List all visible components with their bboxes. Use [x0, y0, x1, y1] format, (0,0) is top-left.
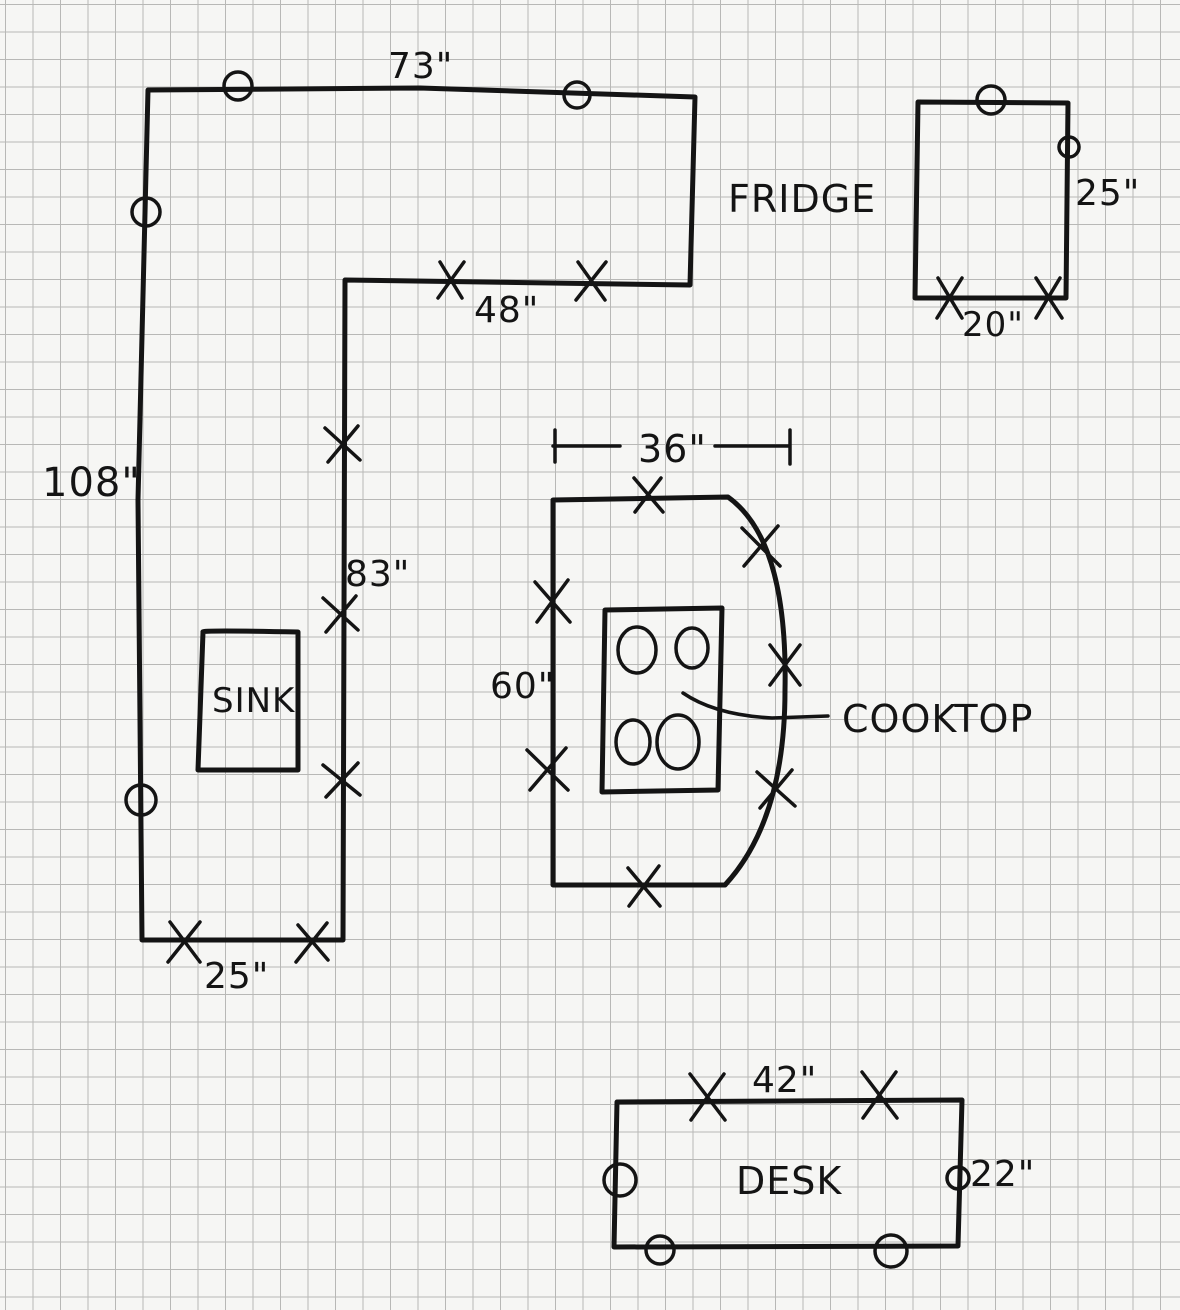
outlet-circle-icon: [130, 196, 162, 228]
inner-top-dimension: 48": [474, 290, 539, 331]
outlet-circle-icon: [975, 84, 1007, 116]
x-markers: [166, 260, 1064, 1122]
outlet-circle-icon: [873, 1233, 909, 1269]
x-marker-icon: [436, 260, 466, 300]
x-marker-icon: [574, 260, 608, 302]
cooktop-leader-line: [681, 691, 830, 720]
sink-outline: [195, 628, 301, 773]
x-marker-icon: [860, 1070, 899, 1120]
outlet-circle-icon: [945, 1165, 971, 1191]
desk-height-dimension: 22": [970, 1154, 1035, 1195]
x-marker-icon: [294, 921, 330, 964]
desk-outline: [611, 1097, 965, 1250]
island-outline: [550, 494, 788, 888]
l-counter-outline: [135, 85, 698, 943]
x-marker-icon: [321, 594, 360, 634]
x-marker-icon: [755, 768, 797, 810]
x-marker-icon: [166, 920, 202, 964]
desk-width-dimension: 42": [752, 1060, 817, 1101]
outlet-circle-icon: [124, 783, 158, 817]
x-marker-icon: [626, 864, 662, 908]
left-height-dimension: 108": [42, 460, 141, 506]
outlet-circle-icon: [602, 1162, 638, 1198]
x-marker-icon: [632, 476, 665, 514]
top-width-dimension: 73": [388, 46, 453, 87]
small-width-dimension: 20": [962, 305, 1024, 345]
x-marker-icon: [533, 578, 572, 624]
x-marker-icon: [321, 761, 362, 799]
burner-circle-icon: [616, 625, 658, 675]
x-marker-icon: [935, 276, 964, 320]
small-cabinet-outline: [912, 99, 1071, 301]
island-width-dimension: 36": [638, 427, 707, 471]
island-dimension-bar: [551, 428, 792, 466]
fridge-label: FRIDGE: [728, 177, 876, 221]
outlet-circle-icon: [562, 80, 592, 110]
bottom-width-dimension: 25": [204, 956, 269, 997]
outlet-circle-icon: [644, 1234, 676, 1266]
cooktop-outline: [599, 605, 725, 795]
burner-circle-icon: [614, 718, 652, 766]
inner-height-dimension: 83": [345, 554, 410, 595]
sink-label: SINK: [212, 681, 296, 721]
small-height-dimension: 25": [1075, 173, 1140, 214]
x-marker-icon: [740, 524, 782, 568]
cooktop-label: COOKTOP: [842, 697, 1033, 741]
burner-circle-icon: [655, 713, 701, 771]
x-marker-icon: [525, 746, 570, 792]
x-marker-icon: [688, 1072, 727, 1122]
burner-circle-icon: [674, 626, 710, 670]
x-marker-icon: [768, 643, 802, 687]
x-marker-icon: [323, 424, 362, 464]
outlet-circle-icon: [222, 70, 254, 102]
desk-label: DESK: [736, 1159, 842, 1203]
x-marker-icon: [1034, 276, 1064, 320]
outlet-circle-icon: [1057, 135, 1081, 159]
island-height-dimension: 60": [490, 666, 555, 707]
